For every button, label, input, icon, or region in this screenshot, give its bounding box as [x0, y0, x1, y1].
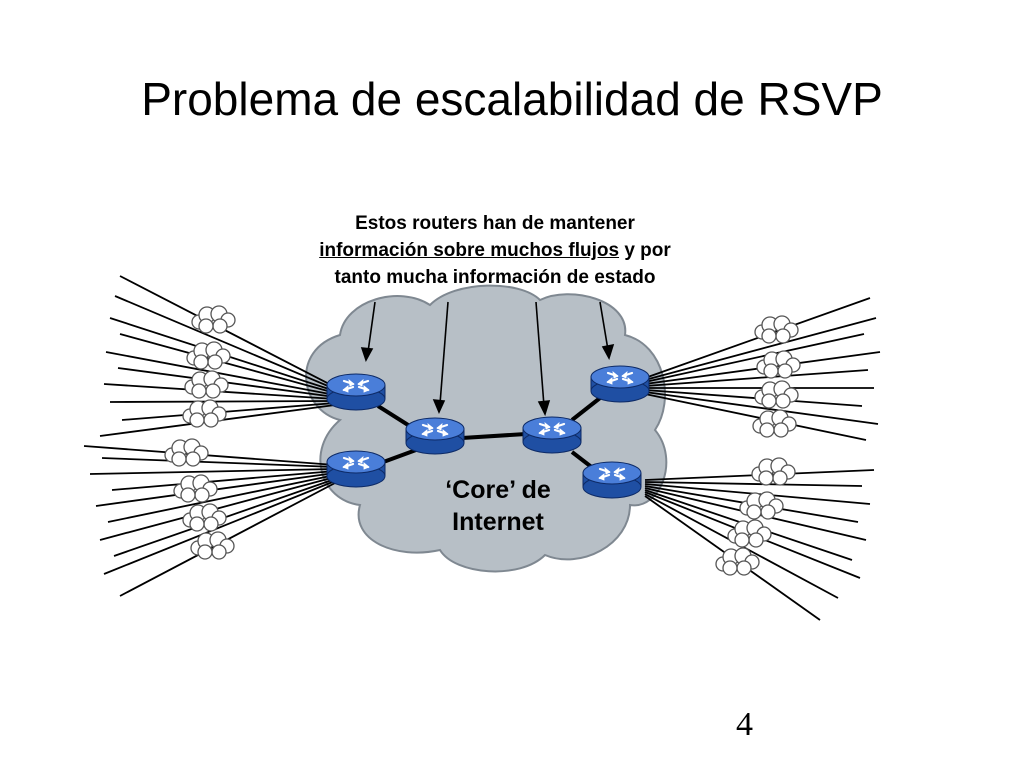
edge-router-right-top [589, 364, 651, 404]
core-links [376, 396, 602, 474]
core-label: ‘Core’ de Internet [418, 474, 578, 538]
right-edge-clouds [715, 315, 801, 576]
callout-underlined-text: información sobre muchos flujos [319, 240, 620, 261]
core-router-right [521, 415, 583, 455]
right-edge-flow-lines [644, 297, 881, 621]
callout-line-1: Estos routers han de mantener [355, 213, 635, 234]
edge-router-left-bottom [325, 449, 387, 489]
core-internet-cloud [305, 284, 668, 573]
page-number: 4 [736, 706, 753, 743]
callout-text: Estos routers han de mantener informació… [250, 210, 740, 291]
callout-arrows [360, 301, 615, 417]
callout-line-3: tanto mucha información de estado [334, 267, 656, 288]
core-label-line-2: Internet [452, 508, 544, 536]
left-edge-clouds [164, 305, 236, 560]
callout-line-2-rest: y por [619, 240, 671, 261]
edge-router-left-top [325, 372, 387, 412]
core-router-left [404, 416, 466, 456]
core-label-line-1: ‘Core’ de [445, 476, 551, 504]
callout-line-2: información sobre muchos flujos y por [250, 237, 740, 264]
slide-title: Problema de escalabilidad de RSVP [141, 73, 883, 125]
edge-router-right-bottom [581, 460, 643, 500]
